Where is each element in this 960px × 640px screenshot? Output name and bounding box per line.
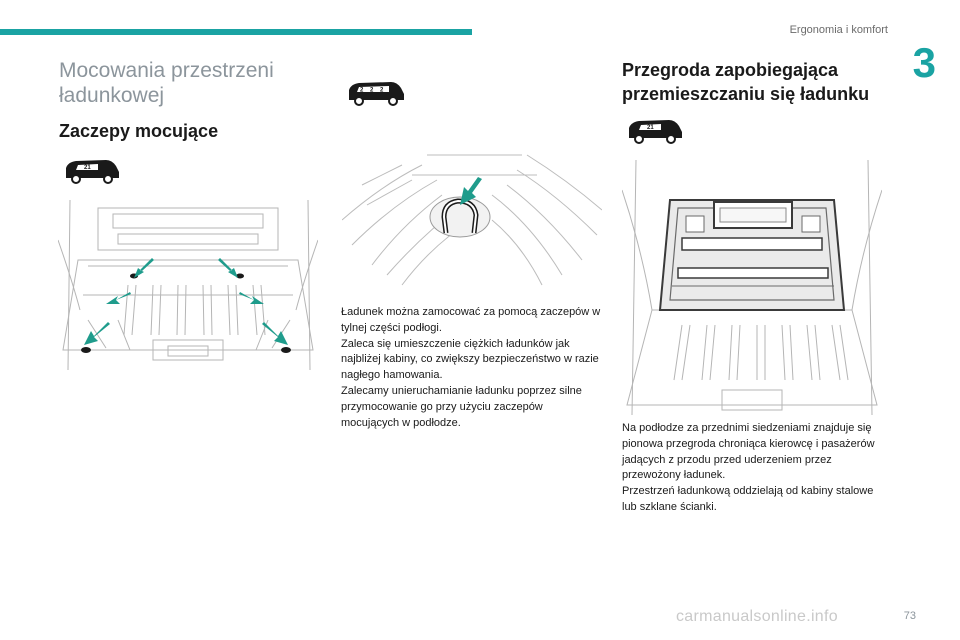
paragraph: Przestrzeń ładunkową oddzielają od kabin… xyxy=(622,485,874,513)
subsection-title-anchors: Zaczepy mocujące xyxy=(59,121,219,141)
page-number: 73 xyxy=(903,610,916,622)
paragraph: Zaleca się umieszczenie ciężkich ładunkó… xyxy=(341,337,599,382)
watermark: carmanualsonline.info xyxy=(676,608,838,625)
anchors-description: Ładunek można zamocować za pomocą zaczep… xyxy=(341,305,603,431)
paragraph: Na podłodze za przednimi siedzeniami zna… xyxy=(622,422,875,482)
subsection-title-partition: Przegroda zapobiegająca przemieszczaniu … xyxy=(622,60,870,104)
svg-text:21: 21 xyxy=(84,165,91,171)
van-icon: 21 xyxy=(66,160,119,184)
cargo-partition-illustration xyxy=(622,160,882,415)
van-icon: 2 2 2 xyxy=(349,82,404,106)
chapter-header-title: Ergonomia i komfort xyxy=(789,24,888,36)
load-floor-anchors-illustration xyxy=(58,200,318,370)
van-icon: 21 xyxy=(629,120,682,144)
rear-floor-anchor-illustration xyxy=(342,125,602,295)
section-title: Mocowania przestrzeni ładunkowej xyxy=(59,59,274,107)
van-seat-label: 2 xyxy=(380,88,384,94)
svg-text:21: 21 xyxy=(647,125,654,131)
van-seat-label: 2 xyxy=(370,88,374,94)
chapter-number: 3 xyxy=(912,39,936,86)
paragraph: Zalecamy unieruchamianie ładunku poprzez… xyxy=(341,384,582,429)
paragraph: Ładunek można zamocować za pomocą zaczep… xyxy=(341,306,601,334)
partition-description: Na podłodze za przednimi siedzeniami zna… xyxy=(622,421,884,516)
van-seat-label: 2 xyxy=(360,88,364,94)
header-accent-bar xyxy=(0,29,472,35)
